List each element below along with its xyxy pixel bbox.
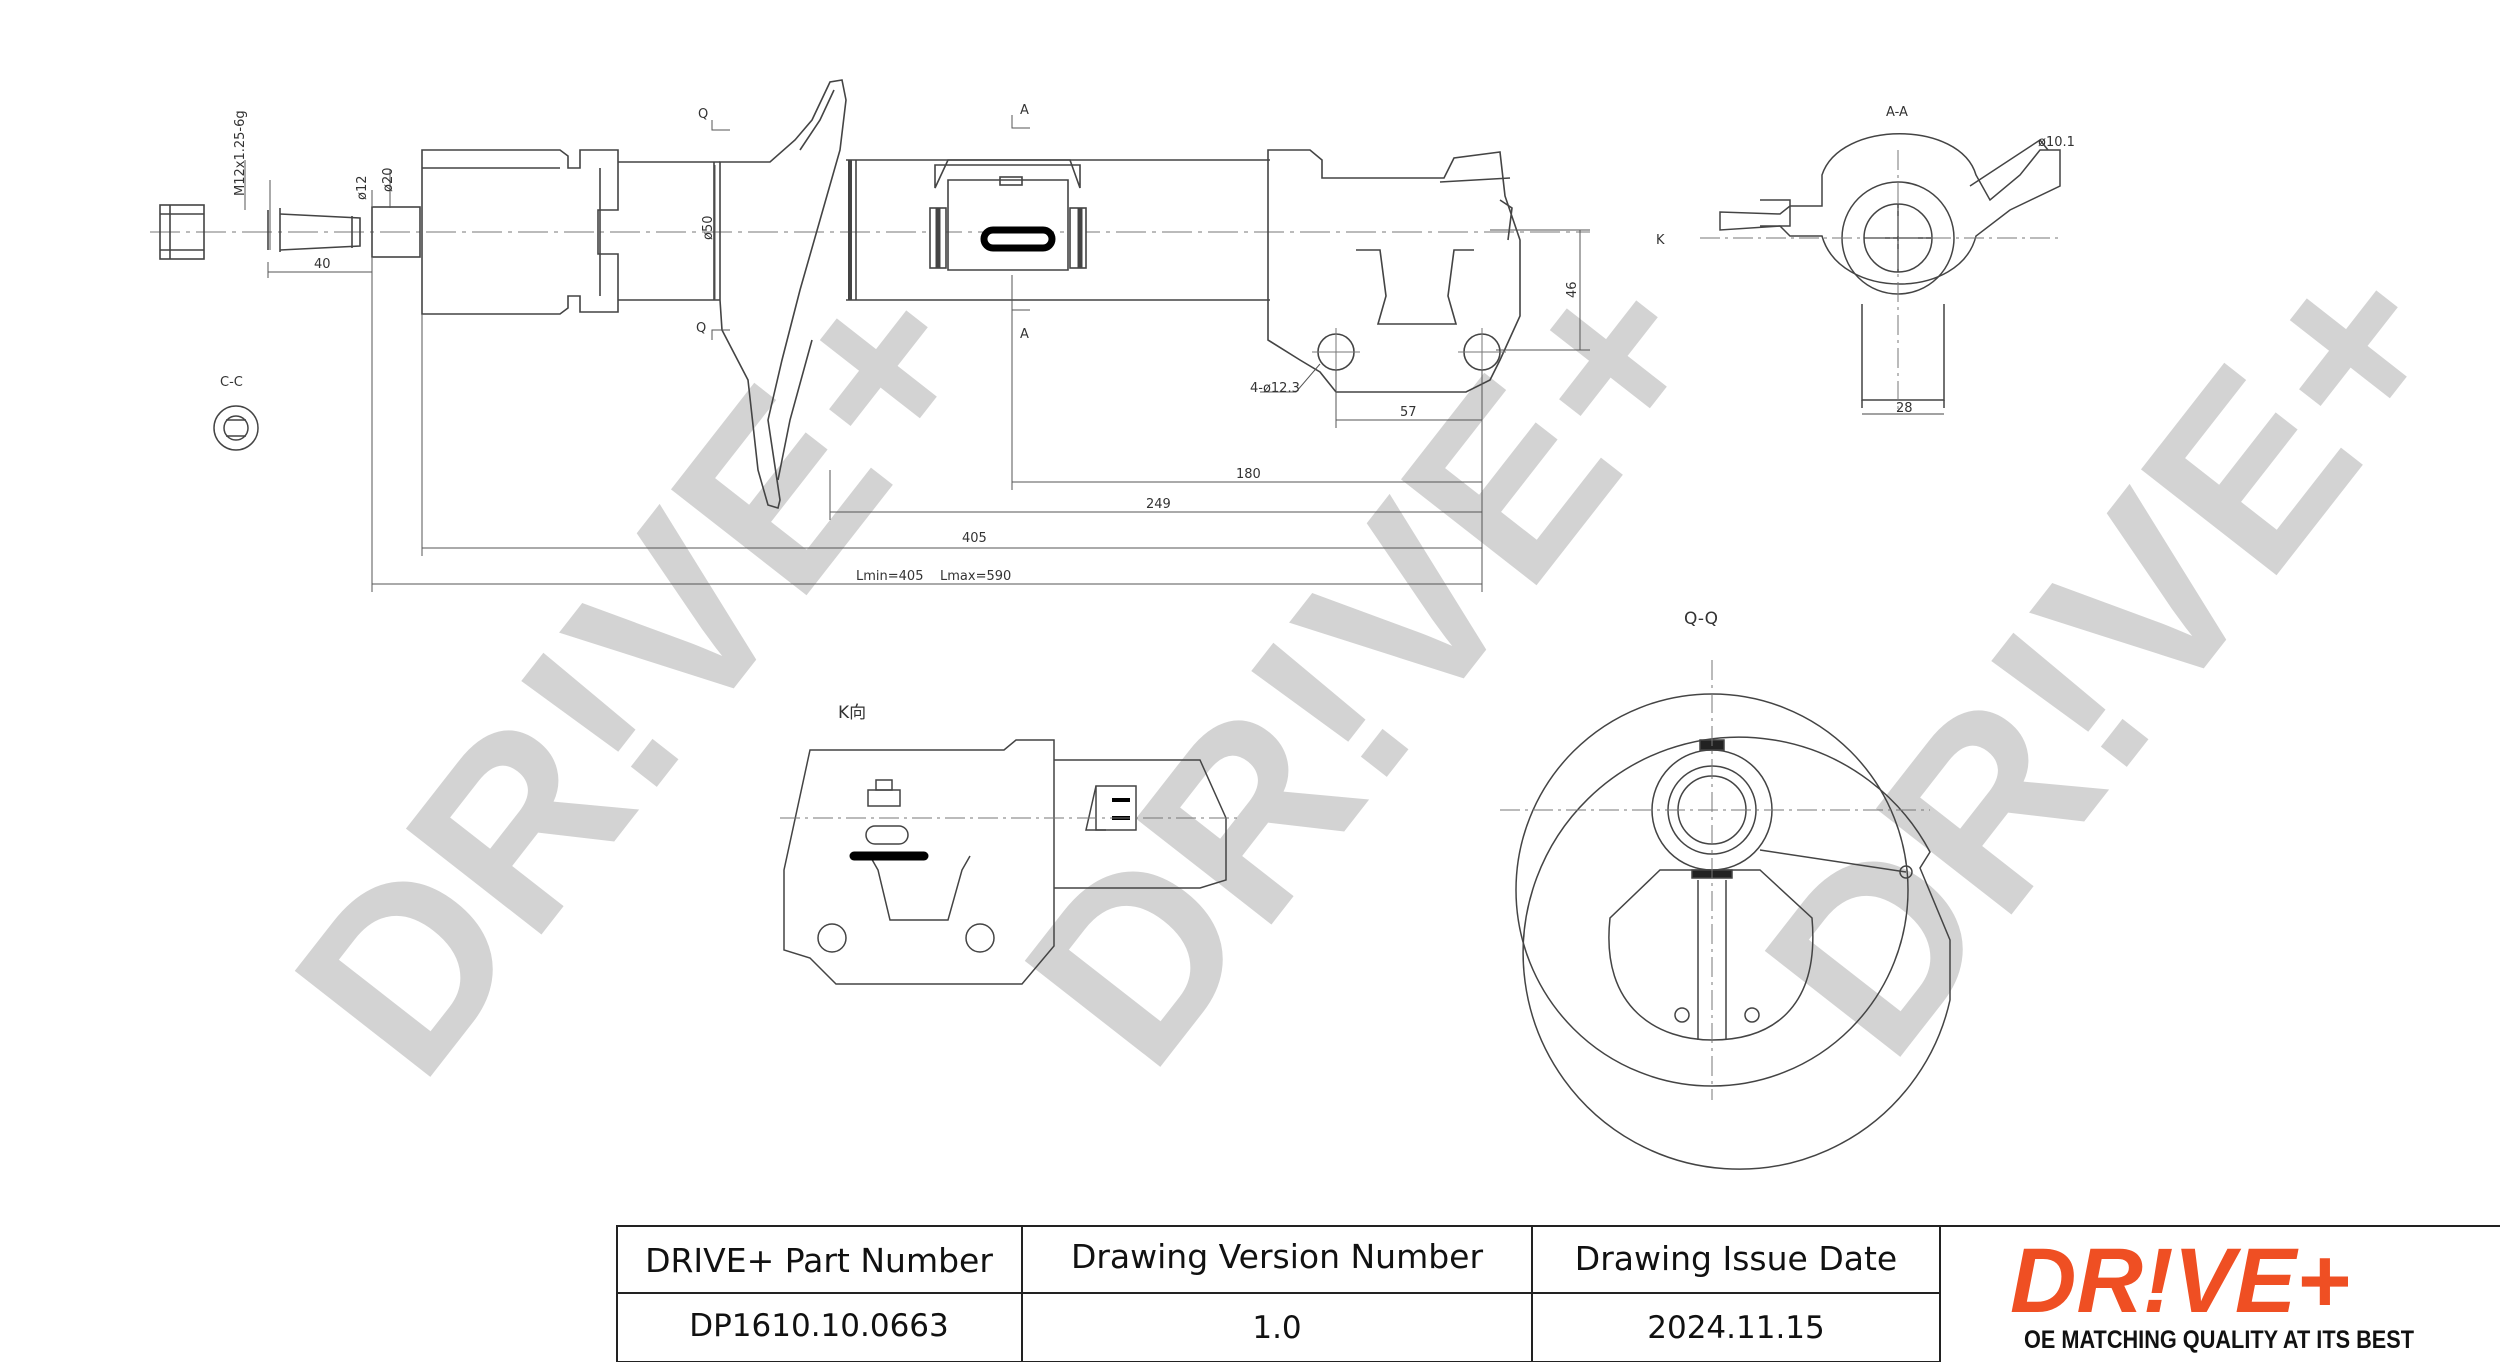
arrow-k-label: K bbox=[1656, 233, 1665, 248]
part-number-header: DRIVE+ Part Number bbox=[645, 1241, 993, 1280]
d40-label: 40 bbox=[314, 257, 331, 272]
logo-wordmark: DR!VE+ bbox=[2010, 1230, 2350, 1332]
section-aa-label: A-A bbox=[1886, 105, 1908, 120]
view-k bbox=[780, 739, 1240, 985]
hole-d-label: ø10.1 bbox=[2038, 135, 2075, 150]
date-header: Drawing Issue Date bbox=[1575, 1239, 1897, 1278]
view-k-label: K向 bbox=[838, 703, 866, 723]
brand-logo: DR!VE+ OE MATCHING QUALITY AT ITS BEST bbox=[2010, 1230, 2414, 1354]
section-qq-label: Q-Q bbox=[1684, 609, 1718, 629]
watermark-3: DR!VE+ bbox=[1712, 203, 2500, 1103]
watermark-group: DR!VE+ DR!VE+ DR!VE+ bbox=[242, 203, 2500, 1123]
dim-28-label: 28 bbox=[1896, 401, 1913, 416]
holes-label: 4-ø12.3 bbox=[1250, 381, 1300, 396]
thread-label: M12x1.25-6g bbox=[233, 110, 248, 196]
version-value: 1.0 bbox=[1252, 1310, 1301, 1346]
dimension-lines bbox=[244, 115, 1590, 592]
dim-405-label: 405 bbox=[962, 531, 987, 546]
dim-57-label: 57 bbox=[1400, 405, 1417, 420]
part-number-value: DP1610.10.0663 bbox=[689, 1308, 949, 1344]
cut-a-bottom: A bbox=[1020, 327, 1029, 342]
cut-q-bottom: Q bbox=[696, 321, 706, 336]
dim-46-label: 46 bbox=[1565, 281, 1580, 298]
section-qq-view bbox=[1500, 660, 1951, 1170]
watermark-2: DR!VE+ bbox=[972, 213, 1761, 1113]
logo-tagline: OE MATCHING QUALITY AT ITS BEST bbox=[2024, 1326, 2414, 1354]
dim-180-label: 180 bbox=[1236, 467, 1261, 482]
lmin-label: Lmin=405 bbox=[856, 569, 923, 584]
d12-label: ø12 bbox=[355, 176, 370, 201]
dimension-labels: M12x1.25-6g ø12 ø20 ø50 40 46 57 180 249… bbox=[233, 103, 1665, 584]
title-block bbox=[616, 1225, 2500, 1362]
d50-label: ø50 bbox=[701, 216, 716, 241]
section-cc-label: C-C bbox=[220, 375, 243, 390]
version-header: Drawing Version Number bbox=[1071, 1237, 1484, 1276]
lmax-label: Lmax=590 bbox=[940, 569, 1011, 584]
cut-q-top: Q bbox=[698, 107, 708, 122]
section-aa-view bbox=[1700, 133, 2061, 415]
strut-side-view bbox=[150, 79, 1590, 510]
section-cc-view bbox=[213, 405, 259, 451]
d20-label: ø20 bbox=[381, 168, 396, 193]
dim-249-label: 249 bbox=[1146, 497, 1171, 512]
cut-a-top: A bbox=[1020, 103, 1029, 118]
date-value: 2024.11.15 bbox=[1647, 1310, 1825, 1346]
watermark-1: DR!VE+ bbox=[242, 223, 1031, 1123]
